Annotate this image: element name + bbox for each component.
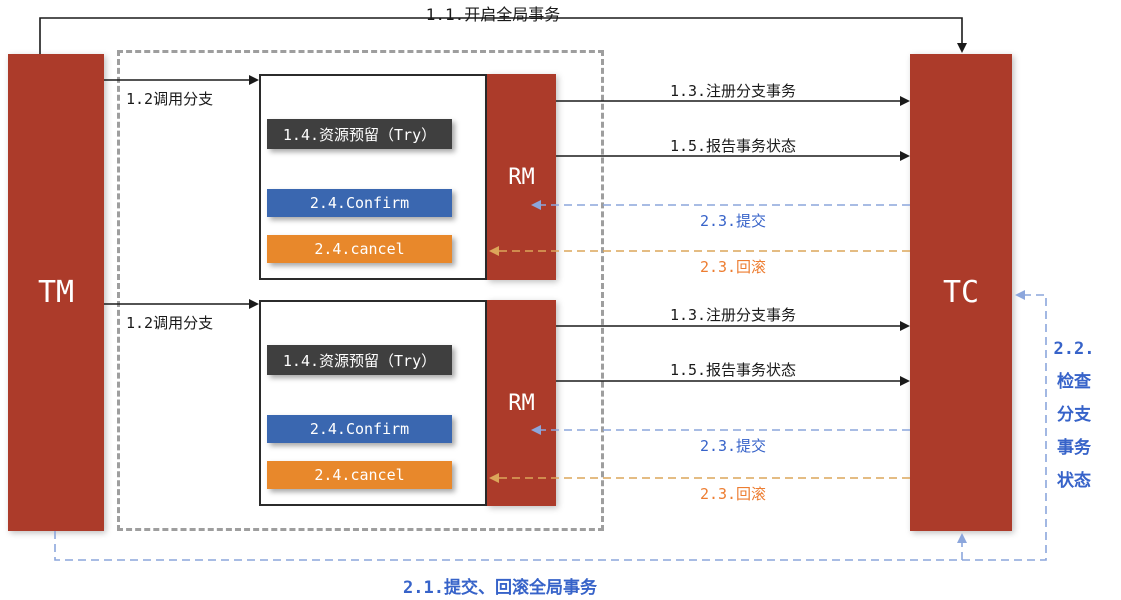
confirm-box-2: 2.4.Confirm [267, 415, 452, 443]
check-branch-status-line: 2.2. [1053, 339, 1095, 359]
confirm-box-1: 2.4.Confirm [267, 189, 452, 217]
try-box-1-label: 1.4.资源预留（Try） [282, 125, 437, 144]
try-box-2: 1.4.资源预留（Try） [267, 345, 452, 375]
check-branch-status-label: 2.2. 检查 分支 事务 状态 [1051, 333, 1097, 498]
cancel-box-2-label: 2.4.cancel [314, 466, 405, 484]
report-status-label-2: 1.5.报告事务状态 [669, 361, 797, 379]
check-branch-status-line: 事务 [1057, 438, 1091, 458]
confirm-box-2-label: 2.4.Confirm [309, 420, 410, 438]
try-box-2-label: 1.4.资源预留（Try） [282, 351, 437, 370]
cancel-box-1: 2.4.cancel [267, 235, 452, 263]
confirm-box-1-label: 2.4.Confirm [309, 194, 410, 212]
register-branch-label-1: 1.3.注册分支事务 [669, 82, 797, 100]
tc-bar: TC [910, 54, 1012, 531]
try-box-1: 1.4.资源预留（Try） [267, 119, 452, 149]
call-branch-label-1: 1.2调用分支 [126, 90, 214, 108]
rm-group-1: 1.4.资源预留（Try） 2.4.Confirm 2.4.cancel RM [259, 74, 556, 280]
rm-group-2: 1.4.资源预留（Try） 2.4.Confirm 2.4.cancel RM [259, 300, 556, 506]
rollback-label-1: 2.3.回滚 [699, 258, 767, 276]
open-global-transaction-label: 1.1.开启全局事务 [425, 5, 561, 24]
cancel-box-2: 2.4.cancel [267, 461, 452, 489]
report-status-label-1: 1.5.报告事务状态 [669, 137, 797, 155]
check-branch-status-line: 分支 [1057, 405, 1091, 425]
cancel-box-1-label: 2.4.cancel [314, 240, 405, 258]
tc-label: TC [942, 275, 980, 310]
rm-bar-2: RM [487, 300, 556, 506]
commit-label-2: 2.3.提交 [699, 437, 767, 455]
check-branch-status-line: 状态 [1057, 471, 1091, 491]
tm-bar: TM [8, 54, 104, 531]
rm-bar-1: RM [487, 74, 556, 280]
rm-label-1: RM [508, 164, 535, 190]
check-branch-status-line: 检查 [1057, 372, 1091, 392]
commit-label-1: 2.3.提交 [699, 212, 767, 230]
rm-label-2: RM [508, 390, 535, 416]
global-commit-rollback-label: 2.1.提交、回滚全局事务 [403, 578, 597, 598]
rollback-label-2: 2.3.回滚 [699, 485, 767, 503]
register-branch-label-2: 1.3.注册分支事务 [669, 306, 797, 324]
call-branch-label-2: 1.2调用分支 [126, 314, 214, 332]
tm-label: TM [37, 275, 75, 310]
